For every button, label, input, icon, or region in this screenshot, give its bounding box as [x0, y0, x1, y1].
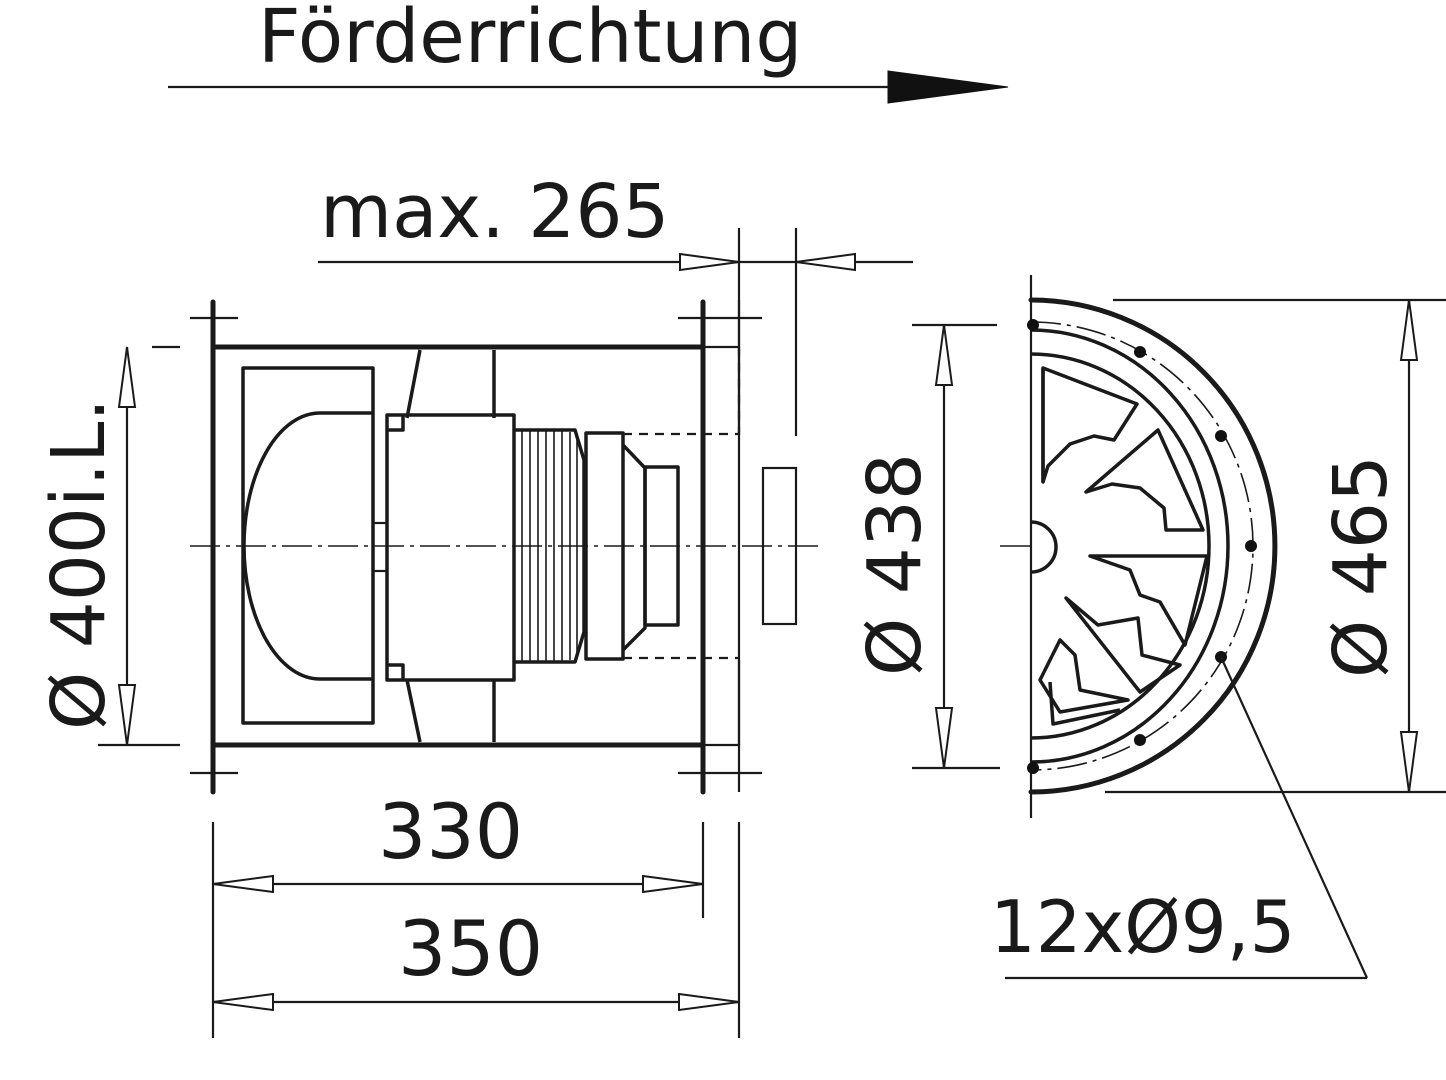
flow-direction: Förderrichtung — [168, 0, 1009, 104]
dimension-length-350: 350 — [212, 904, 740, 1012]
flow-direction-label: Förderrichtung — [258, 0, 802, 80]
outer-diameter-label: Ø 465 — [1318, 455, 1404, 678]
holes-label: 12xØ9,5 — [990, 885, 1295, 969]
dimension-holes: 12xØ9,5 — [990, 656, 1369, 980]
dimension-length-330: 330 — [211, 787, 741, 1038]
dimension-bolt-circle: Ø 438 — [852, 324, 954, 769]
side-view — [190, 228, 820, 795]
outer-flange — [1028, 297, 1278, 795]
length-330-label: 330 — [378, 787, 523, 876]
max-length-label: max. 265 — [320, 169, 670, 255]
front-view — [912, 275, 1446, 818]
bolt-circle-label: Ø 438 — [852, 453, 938, 676]
length-350-label: 350 — [398, 904, 543, 993]
flow-direction-arrow — [887, 70, 1009, 104]
dimension-inner-diameter: Ø 400i.L. — [36, 345, 180, 747]
impeller-hub — [1030, 520, 1058, 574]
guide-vanes — [1038, 366, 1209, 726]
dimension-max-length: max. 265 — [318, 169, 913, 345]
motor-body — [385, 413, 516, 682]
inner-diameter-label: Ø 400i.L. — [36, 398, 122, 730]
bolt-holes — [1027, 319, 1257, 774]
dimension-outer-diameter: Ø 465 — [1318, 299, 1419, 793]
